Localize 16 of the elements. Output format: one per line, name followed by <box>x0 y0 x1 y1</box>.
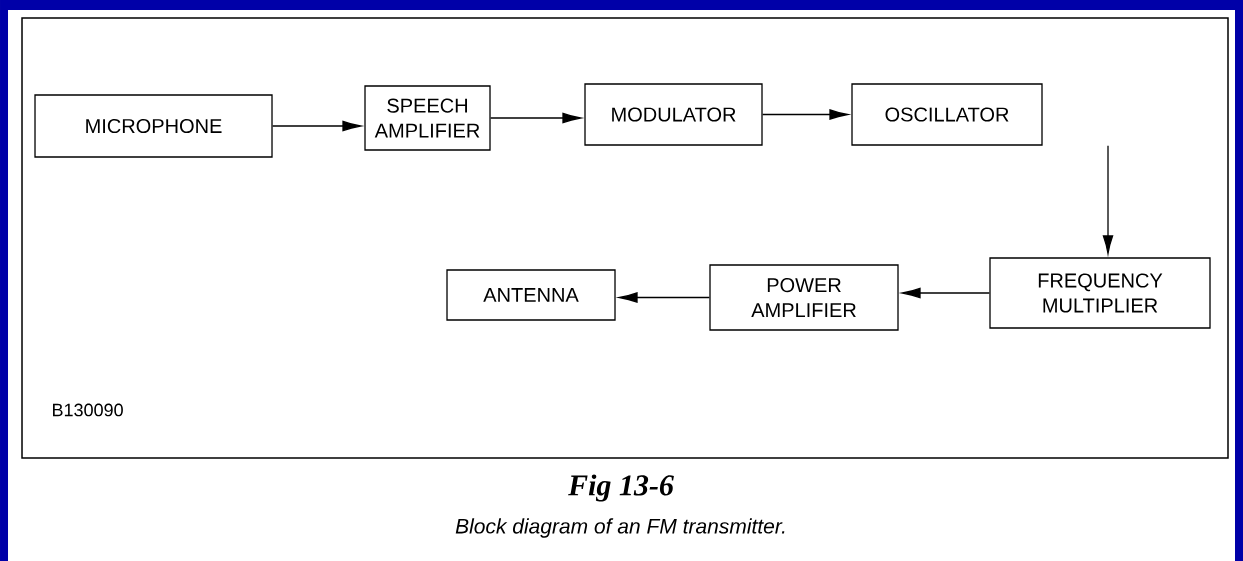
arrow <box>618 292 710 303</box>
figure-title: Fig 13-6 <box>568 474 674 502</box>
arrow <box>490 112 582 124</box>
arrow <box>1102 145 1114 255</box>
block-box: MODULATOR <box>584 83 763 146</box>
arrow <box>901 287 990 299</box>
block-box: MICROPHONE <box>34 94 273 158</box>
arrow <box>762 109 849 120</box>
arrow <box>272 120 362 132</box>
block-box: OSCILLATOR <box>851 83 1043 146</box>
figure-code: B130090 <box>53 403 123 417</box>
figure-caption: Block diagram of an FM transmitter. <box>455 518 785 538</box>
block-box: FREQUENCY MULTIPLIER <box>989 257 1211 329</box>
block-box: SPEECH AMPLIFIER <box>364 85 491 151</box>
block-box: ANTENNA <box>446 269 616 321</box>
block-box: POWER AMPLIFIER <box>709 264 899 331</box>
